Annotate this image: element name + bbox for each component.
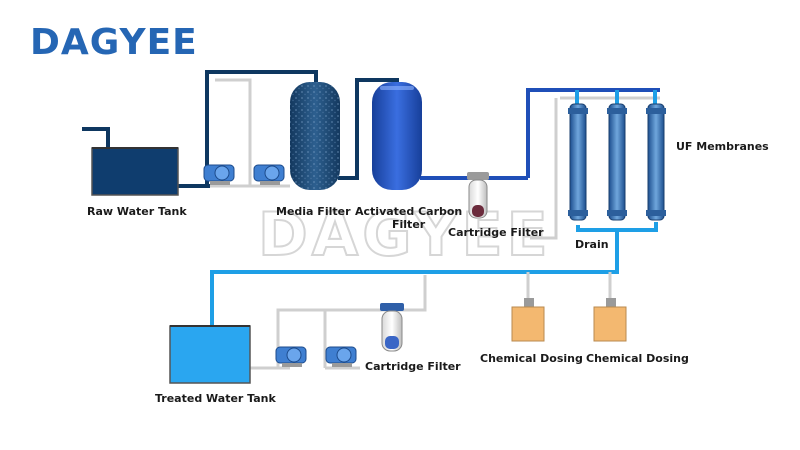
label-drain: Drain — [575, 238, 609, 251]
label-activated-carbon-1: Activated Carbon — [355, 205, 462, 218]
label-chemical-dosing-1: Chemical Dosing — [480, 352, 583, 365]
uf-membrane-1 — [568, 103, 588, 221]
label-treated-water-tank: Treated Water Tank — [155, 392, 277, 405]
label-media-filter: Media Filter — [276, 205, 351, 218]
raw-water-tank — [91, 147, 179, 196]
label-raw-water-tank: Raw Water Tank — [87, 205, 187, 218]
brand-logo: DAGYEE — [30, 22, 198, 63]
chemical-dosing-tank-1 — [511, 298, 545, 342]
chemical-dosing-tank-2 — [593, 298, 627, 342]
pump-1 — [203, 164, 235, 185]
label-cartridge-filter-top: Cartridge Filter — [448, 226, 544, 239]
label-cartridge-filter-bottom: Cartridge Filter — [365, 360, 461, 373]
cartridge-filter-top — [467, 172, 489, 219]
uf-membrane-3 — [646, 103, 666, 221]
label-uf-membranes: UF Membranes — [676, 140, 769, 153]
pump-2 — [253, 164, 285, 185]
label-chemical-dosing-2: Chemical Dosing — [586, 352, 689, 365]
bypass-pipe-light — [210, 78, 290, 188]
pump-3 — [275, 346, 307, 367]
uf-membrane-2 — [607, 103, 627, 221]
label-activated-carbon-2: Filter — [392, 218, 426, 231]
media-filter-vessel — [290, 82, 340, 190]
cartridge-filter-bottom — [380, 303, 404, 352]
pump-4 — [325, 346, 357, 367]
watermark: DAGYEE — [258, 200, 552, 270]
treated-water-tank — [169, 325, 251, 384]
activated-carbon-vessel — [372, 82, 422, 190]
